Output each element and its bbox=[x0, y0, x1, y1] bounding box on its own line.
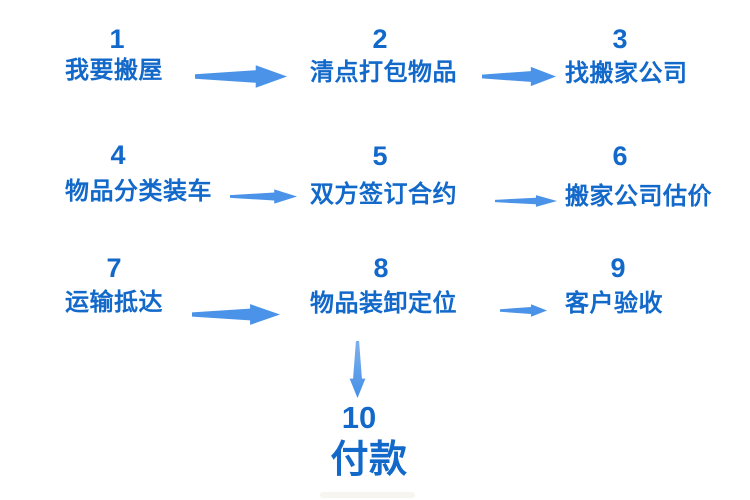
arrow-down-icon bbox=[349, 341, 366, 398]
step-7-label: 运输抵达 bbox=[65, 289, 163, 316]
step-8-label: 物品装卸定位 bbox=[310, 290, 457, 317]
step-7-number: 7 bbox=[106, 253, 122, 283]
arrow-right-icon bbox=[195, 65, 287, 88]
step-2-number: 2 bbox=[372, 24, 388, 54]
cutoff-artifact bbox=[320, 492, 415, 498]
step-3-number: 3 bbox=[612, 24, 628, 54]
arrow-right-icon bbox=[495, 195, 557, 207]
arrow-right-icon bbox=[482, 66, 556, 87]
step-10-number: 10 bbox=[341, 400, 377, 435]
step-8-number: 8 bbox=[373, 253, 389, 283]
step-1-number: 1 bbox=[109, 24, 125, 54]
step-10-label: 付款 bbox=[330, 439, 408, 481]
step-6-label: 搬家公司估价 bbox=[565, 183, 712, 210]
step-5-label: 双方签订合约 bbox=[310, 181, 457, 208]
step-9-number: 9 bbox=[610, 253, 626, 283]
step-1-label: 我要搬屋 bbox=[65, 57, 163, 84]
step-4-number: 4 bbox=[110, 140, 126, 170]
arrow-right-icon bbox=[192, 304, 280, 325]
step-2-label: 清点打包物品 bbox=[310, 59, 457, 86]
arrow-right-icon bbox=[230, 189, 297, 204]
step-3-label: 找搬家公司 bbox=[565, 60, 688, 87]
step-5-number: 5 bbox=[372, 141, 388, 171]
step-9-label: 客户验收 bbox=[565, 290, 663, 317]
step-4-label: 物品分类装车 bbox=[65, 178, 212, 205]
step-6-number: 6 bbox=[612, 141, 628, 171]
arrow-right-icon bbox=[500, 304, 547, 317]
